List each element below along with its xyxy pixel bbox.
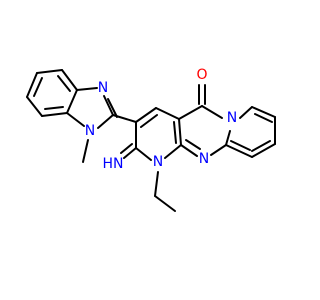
bond	[225, 144, 253, 158]
bond	[123, 147, 137, 159]
imidazole-n1-label: N	[85, 123, 95, 139]
bond	[225, 130, 231, 146]
imine-label: HN	[103, 156, 124, 172]
bond-lines	[26, 69, 276, 212]
bond	[173, 121, 177, 144]
atom-labels: N N O N N N HN	[85, 67, 237, 172]
bond	[44, 106, 64, 110]
bond	[41, 112, 68, 117]
bond	[61, 69, 78, 91]
bond	[66, 89, 78, 114]
bond	[201, 105, 223, 119]
ring-n-ethyl-label: N	[153, 154, 163, 170]
bond	[76, 87, 98, 91]
bond	[120, 143, 133, 154]
bond	[26, 72, 38, 98]
bond	[178, 105, 203, 120]
bond	[36, 69, 63, 74]
bond	[107, 98, 118, 118]
bond	[155, 107, 180, 120]
bond	[251, 140, 271, 152]
pyrimidine-n-label: N	[199, 151, 209, 167]
bond	[82, 139, 89, 163]
carbonyl-o-label: O	[196, 67, 207, 83]
bond	[57, 75, 71, 92]
bond	[164, 144, 182, 159]
bond	[180, 144, 198, 157]
bond	[239, 106, 253, 119]
imidazole-n3-label: N	[98, 80, 108, 96]
bond	[33, 77, 43, 97]
bond	[135, 107, 157, 123]
bond	[251, 143, 276, 158]
bond	[97, 114, 114, 129]
bond	[178, 118, 182, 146]
bond	[112, 114, 137, 123]
bond	[103, 95, 114, 116]
chemical-structure: N N O N N N HN	[26, 67, 276, 212]
bond	[66, 112, 85, 127]
bond	[26, 96, 43, 117]
bond	[251, 106, 276, 118]
bond	[254, 113, 273, 123]
bond	[185, 139, 201, 150]
bond	[230, 140, 251, 151]
bond	[140, 114, 158, 128]
bond	[154, 195, 176, 212]
bond	[135, 147, 152, 161]
bond	[154, 171, 159, 197]
fused-n-right-label: N	[227, 110, 237, 126]
bond	[210, 144, 227, 156]
